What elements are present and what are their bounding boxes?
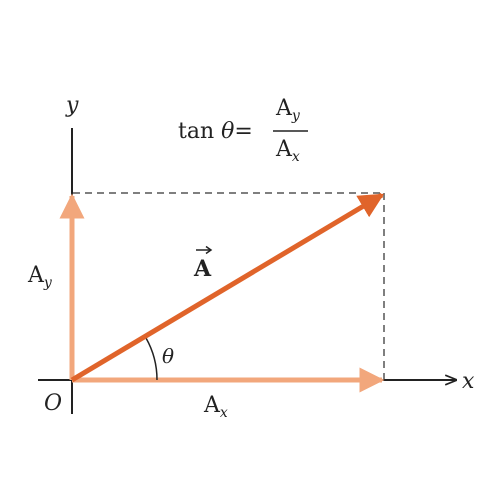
- ay-label: Ay: [27, 263, 53, 291]
- vector-letter: A: [193, 256, 212, 282]
- ax-base: A: [203, 393, 221, 418]
- origin-label: O: [44, 391, 62, 416]
- angle-arc: [145, 337, 158, 381]
- formula-equals: =: [234, 119, 252, 144]
- angle-theta-label: θ: [162, 344, 174, 368]
- x-axis-label: x: [462, 369, 475, 394]
- formula-func: tan: [178, 119, 214, 144]
- denominator-base: A: [275, 137, 293, 162]
- y-axis-label: y: [65, 93, 79, 118]
- denominator-sub: x: [292, 149, 300, 165]
- formula-theta: θ: [221, 119, 234, 144]
- formula-denominator: Ax: [275, 137, 300, 165]
- ay-sub: y: [43, 275, 53, 291]
- ay-base: A: [27, 263, 45, 288]
- ax-sub: x: [220, 405, 228, 421]
- ax-label: Ax: [203, 393, 228, 421]
- formula-numerator: Ay: [275, 96, 301, 124]
- numerator-sub: y: [291, 108, 301, 124]
- vector-a-arrow: [70, 192, 385, 383]
- tangent-formula: tan θ= Ay Ax: [178, 96, 308, 165]
- numerator-base: A: [275, 96, 293, 121]
- formula-lhs: tan θ=: [178, 119, 253, 144]
- vector-a-label: A: [193, 245, 213, 282]
- vector-accent-head: [205, 245, 213, 255]
